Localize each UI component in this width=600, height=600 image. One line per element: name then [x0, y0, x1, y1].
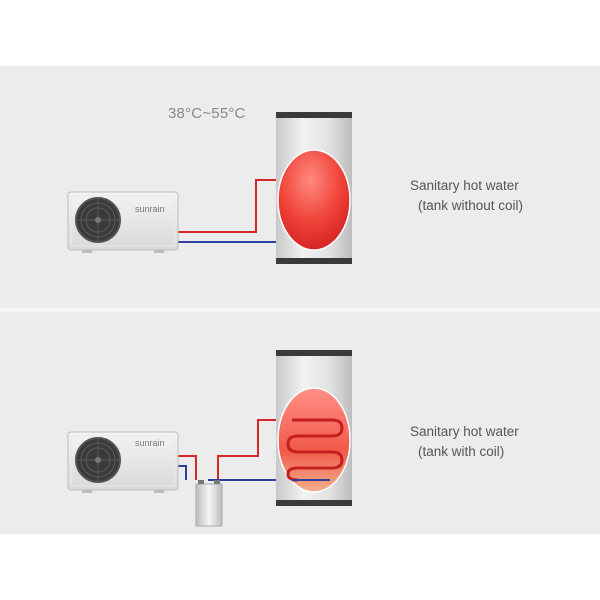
- unit-brand-label: sunrain: [135, 438, 165, 448]
- caption-line2: (tank without coil): [418, 198, 524, 213]
- temperature-range-label: 38°C~55°C: [168, 105, 246, 122]
- hot-pipe-to-tank: [217, 419, 292, 480]
- fan-icon: [75, 197, 121, 243]
- caption-line1: Sanitary hot water: [410, 178, 519, 193]
- heat-exchanger: [195, 480, 223, 527]
- unit-brand-label: sunrain: [135, 204, 165, 214]
- hot-water-chamber: [277, 149, 351, 251]
- storage-tank-bottom: [276, 350, 352, 506]
- caption-tank-with-coil: Sanitary hot water (tank with coil): [410, 422, 519, 462]
- panel-divider: [0, 308, 600, 312]
- caption-line2: (tank with coil): [418, 444, 505, 459]
- fan-icon: [75, 437, 121, 483]
- hot-pipe-bottom: [176, 455, 197, 480]
- hot-pipe-top: [176, 179, 282, 233]
- caption-tank-without-coil: Sanitary hot water (tank without coil): [410, 176, 523, 216]
- caption-line1: Sanitary hot water: [410, 424, 519, 439]
- hot-water-chamber: [277, 387, 351, 493]
- heat-pump-unit-top: sunrain: [67, 191, 179, 253]
- cold-pipe-bottom: [176, 465, 187, 480]
- heat-pump-unit-bottom: sunrain: [67, 431, 179, 493]
- storage-tank-top: [276, 112, 352, 264]
- heating-coil: [286, 418, 344, 482]
